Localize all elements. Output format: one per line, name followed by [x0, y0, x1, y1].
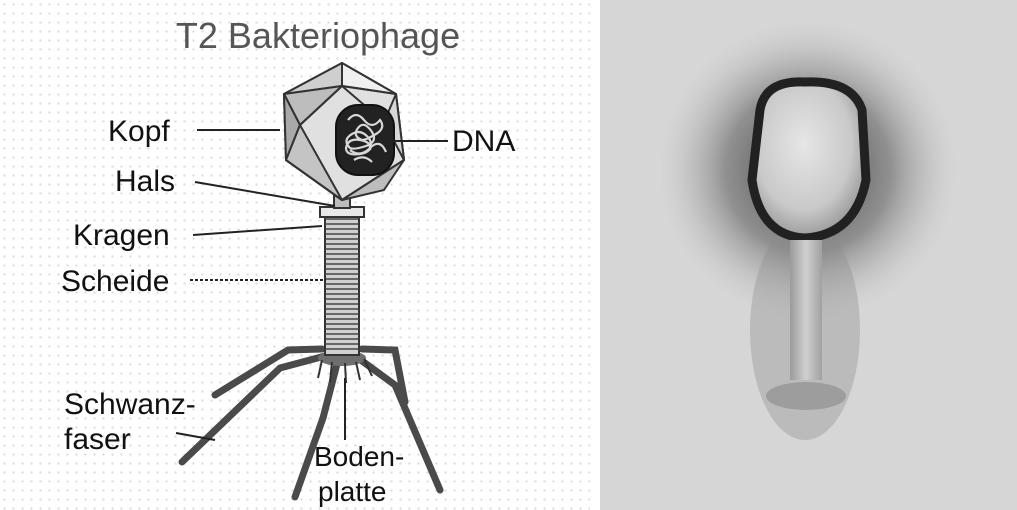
label-dna: DNA: [452, 125, 515, 158]
diagram-title: T2 Bakteriophage: [176, 15, 460, 56]
label-kragen: Kragen: [73, 219, 170, 252]
label-hals: Hals: [115, 165, 175, 198]
label-scheide: Scheide: [61, 265, 169, 298]
phage-diagram-svg: T2 Bakteriophage: [0, 0, 590, 510]
tail-fibers: [182, 349, 440, 497]
label-schwanzfaser-1: Schwanz-: [64, 388, 196, 421]
label-bodenplatte-1: Boden-: [314, 441, 404, 472]
phage-diagram: T2 Bakteriophage: [0, 0, 590, 510]
tail-sheath: [325, 215, 359, 355]
electron-micrograph: [600, 0, 1017, 510]
film-grain: [600, 0, 1017, 510]
micrograph-svg: [600, 0, 1017, 510]
label-kopf: Kopf: [108, 115, 170, 148]
label-bodenplatte-2: platte: [318, 476, 387, 507]
label-schwanzfaser-2: faser: [64, 423, 131, 456]
